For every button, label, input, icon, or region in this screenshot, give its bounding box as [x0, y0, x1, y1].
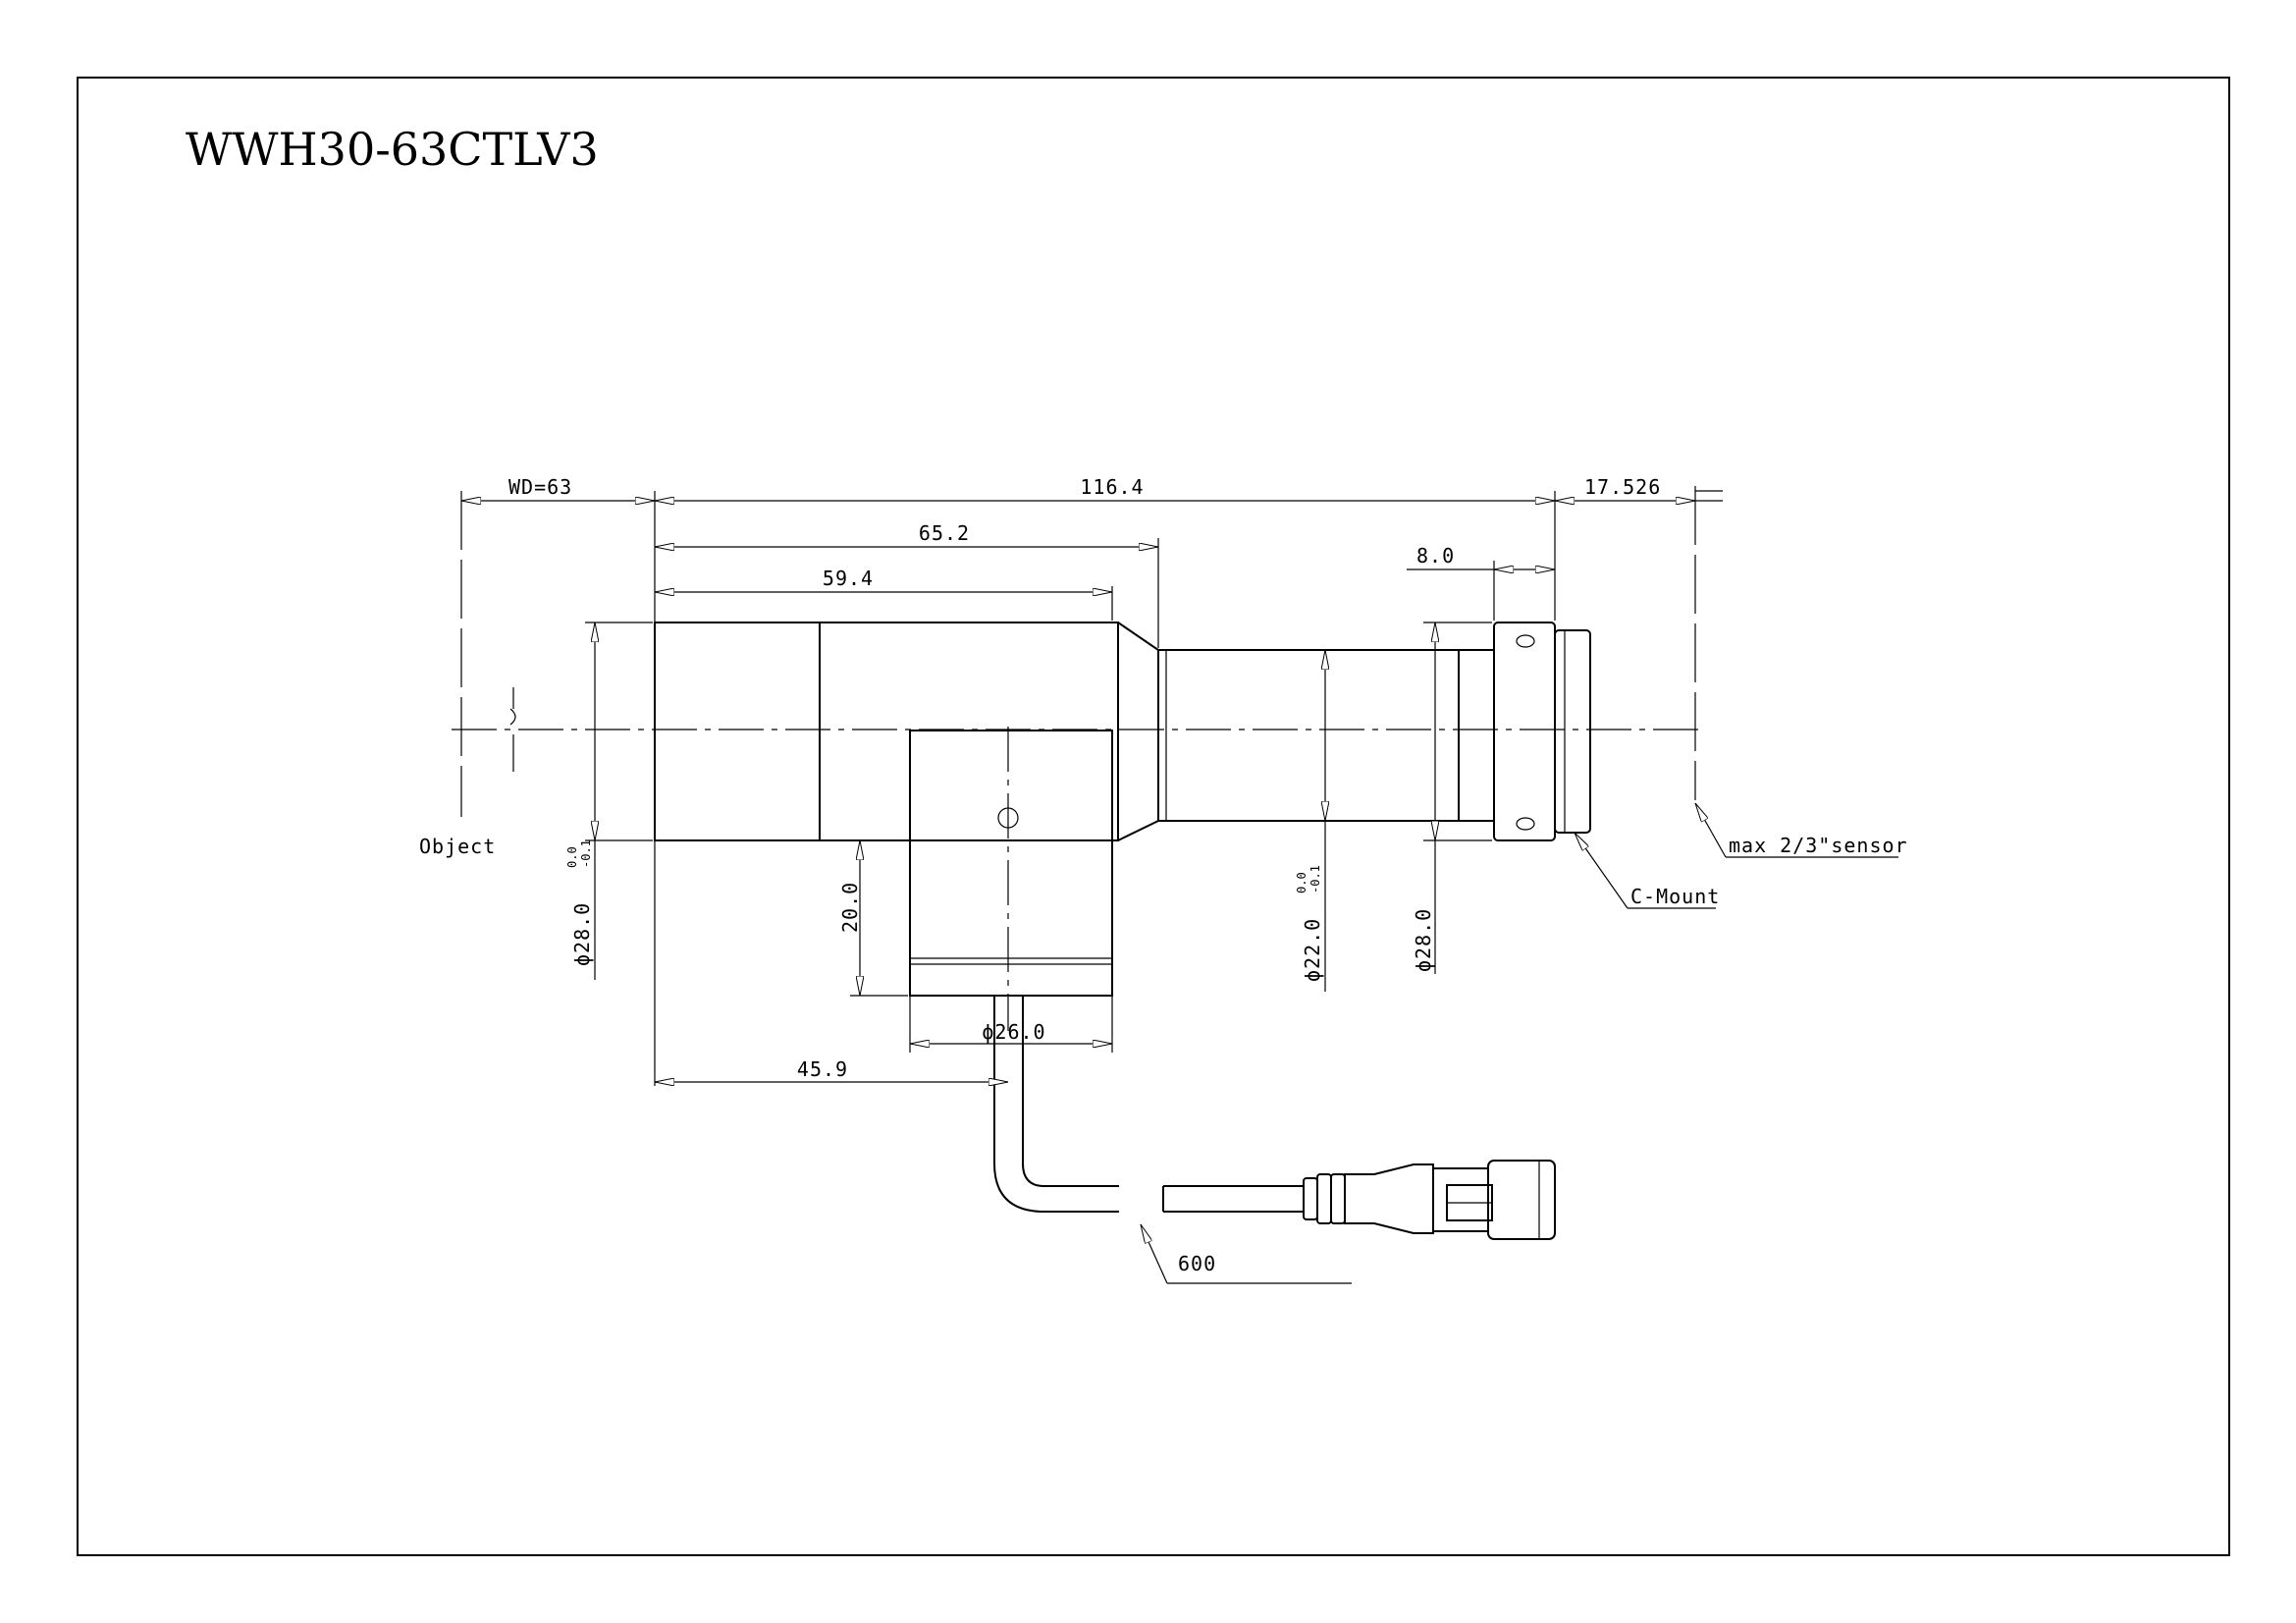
dim-flange-text: 17.526	[1584, 475, 1661, 499]
dim-illum-pos-text: 45.9	[797, 1057, 848, 1081]
dim-body-text: 59.4	[823, 567, 874, 590]
dim-wd-text: WD=63	[508, 475, 572, 499]
sensor-label: max 2/3"sensor	[1729, 834, 1908, 857]
rear-section	[1458, 649, 1495, 822]
taper-section	[1117, 622, 1159, 841]
connector-boot	[1344, 1163, 1434, 1234]
object-label: Object	[419, 835, 496, 858]
mount-screw-top	[1516, 634, 1535, 648]
connector-head	[1487, 1160, 1556, 1240]
dim-illum-height-text: 20.0	[838, 882, 862, 933]
dim-cable-leader	[1140, 1224, 1168, 1284]
strain-relief-1	[1303, 1177, 1318, 1220]
cable-horizontal	[1162, 1185, 1304, 1213]
illuminator	[909, 730, 1304, 1213]
cable-connector	[1303, 1160, 1556, 1240]
dim-cable-text: 600	[1178, 1252, 1216, 1275]
mount-ring	[1493, 622, 1556, 841]
drawing-frame	[77, 77, 2230, 1556]
illuminator-housing	[909, 730, 1113, 997]
dim-front-dia-tol-upper: 0.0	[565, 846, 579, 868]
dim-barrel-dia-tol-lower: -0.1	[1308, 865, 1322, 893]
object-break-mark	[509, 687, 516, 772]
front-barrel	[654, 622, 821, 841]
drawing-title: WWH30-63CTLV3	[186, 123, 599, 176]
cable-vertical-inner	[1022, 996, 1119, 1187]
dim-front-dia-text: ϕ28.0	[570, 902, 594, 966]
rear-barrel	[1157, 649, 1460, 822]
dim-barrel-dia-text: ϕ22.0	[1301, 918, 1324, 982]
dim-overall-text: 116.4	[1080, 475, 1144, 499]
dim-taper-text: 65.2	[919, 521, 970, 545]
dim-barrel-dia-tol-upper: 0.0	[1295, 872, 1308, 893]
c-mount-label: C-Mount	[1630, 885, 1720, 908]
dim-mount-text: 8.0	[1416, 544, 1455, 568]
dim-illum-dia-text: ϕ26.0	[982, 1020, 1045, 1044]
connector-body	[1432, 1167, 1489, 1232]
strain-relief-3	[1330, 1173, 1346, 1224]
sensor-leader	[1694, 803, 1727, 858]
mount-screw-bottom	[1516, 817, 1535, 831]
lens-body	[654, 622, 1591, 841]
c-mount-thread	[1554, 629, 1591, 834]
dim-rear-dia-text: ϕ28.0	[1412, 908, 1435, 972]
c-mount-leader	[1574, 833, 1629, 909]
strain-relief-2	[1316, 1173, 1332, 1224]
dim-front-dia-tol-lower: -0.1	[579, 839, 593, 868]
cable-vertical	[993, 996, 1119, 1213]
